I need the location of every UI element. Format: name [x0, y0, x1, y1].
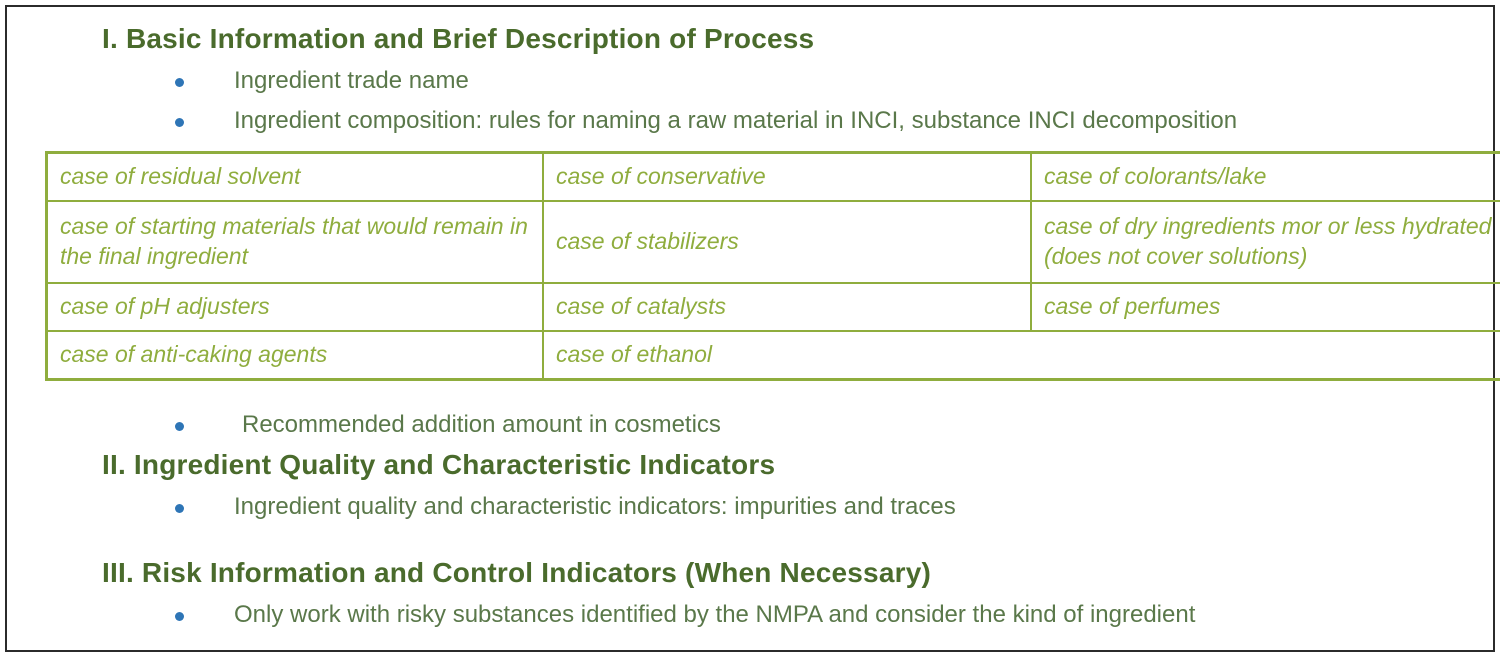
bullet-quality-indicators: Ingredient quality and characteristic in… [175, 493, 1493, 521]
table-cell: case of ethanol [543, 331, 1500, 380]
table-cell: case of conservative [543, 153, 1031, 202]
section-2-heading: II. Ingredient Quality and Characteristi… [102, 449, 1493, 481]
bullet-text: Ingredient quality and characteristic in… [234, 493, 956, 521]
bullet-dot-icon [175, 612, 184, 621]
table-row: case of residual solvent case of conserv… [47, 153, 1500, 202]
table-cell: case of anti-caking agents [47, 331, 544, 380]
bullet-text: Ingredient trade name [234, 67, 469, 95]
bullet-dot-icon [175, 422, 184, 431]
table-row: case of starting materials that would re… [47, 201, 1500, 283]
bullet-dot-icon [175, 118, 184, 127]
bullet-dot-icon [175, 504, 184, 513]
table-row: case of anti-caking agents case of ethan… [47, 331, 1500, 380]
bullet-text: Recommended addition amount in cosmetics [242, 411, 721, 439]
table-cell: case of catalysts [543, 283, 1031, 331]
table-cell: case of pH adjusters [47, 283, 544, 331]
table-cell: case of residual solvent [47, 153, 544, 202]
section-3-heading: III. Risk Information and Control Indica… [102, 557, 1493, 589]
bullet-risky-substances: Only work with risky substances identifi… [175, 601, 1493, 629]
process-cases-table: case of residual solvent case of conserv… [45, 151, 1500, 381]
bullet-ingredient-composition: Ingredient composition: rules for naming… [175, 107, 1493, 135]
bullet-ingredient-trade-name: Ingredient trade name [175, 67, 1493, 95]
table-cell: case of dry ingredients mor or less hydr… [1031, 201, 1500, 283]
table-row: case of pH adjusters case of catalysts c… [47, 283, 1500, 331]
bullet-recommended-addition: Recommended addition amount in cosmetics [175, 411, 1493, 439]
table-cell: case of starting materials that would re… [47, 201, 544, 283]
section-1-heading: I. Basic Information and Brief Descripti… [102, 7, 1493, 55]
slide-frame: I. Basic Information and Brief Descripti… [5, 5, 1495, 652]
table-cell: case of stabilizers [543, 201, 1031, 283]
table-cell: case of colorants/lake [1031, 153, 1500, 202]
bullet-text: Ingredient composition: rules for naming… [234, 107, 1237, 135]
bullet-text: Only work with risky substances identifi… [234, 601, 1195, 629]
table-cell: case of perfumes [1031, 283, 1500, 331]
bullet-dot-icon [175, 78, 184, 87]
